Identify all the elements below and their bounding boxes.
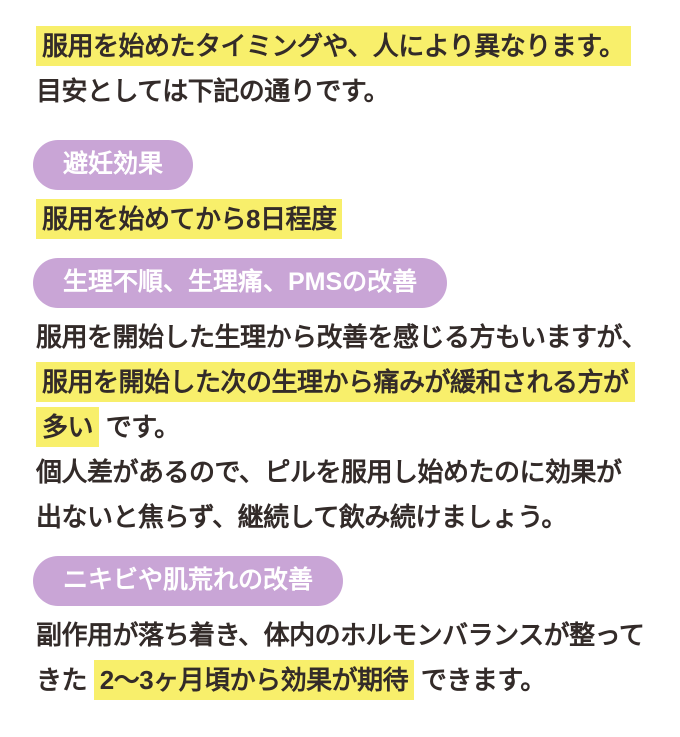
- section-body: 副作用が落ち着き、体内のホルモンバランスが整ってきた 2〜3ヶ月頃から効果が期待…: [36, 613, 652, 703]
- plain-text: 個人差があるので、ピルを服用し始めたのに効果が: [36, 457, 622, 487]
- plain-text: 副作用が落ち着き、体内のホルモンバランスが整って: [36, 620, 645, 650]
- section-badge: 避妊効果: [33, 140, 194, 190]
- highlighted-text: 服用を始めたタイミングや、人により異なります。: [36, 26, 631, 66]
- sections-container: 避妊効果服用を始めてから8日程度生理不順、生理痛、PMSの改善服用を開始した生理…: [33, 124, 652, 703]
- text-line: 服用を開始した生理から改善を感じる方もいますが、: [36, 315, 652, 360]
- highlighted-text: 服用を始めてから8日程度: [36, 199, 343, 239]
- intro-paragraph: 服用を始めたタイミングや、人により異なります。目安としては下記の通りです。: [36, 24, 652, 114]
- article-content: 服用を始めたタイミングや、人により異なります。目安としては下記の通りです。 避妊…: [33, 24, 652, 703]
- text-line: 服用を開始した次の生理から痛みが緩和される方が: [36, 360, 652, 405]
- section-body: 服用を開始した生理から改善を感じる方もいますが、服用を開始した次の生理から痛みが…: [36, 315, 652, 540]
- section: ニキビや肌荒れの改善副作用が落ち着き、体内のホルモンバランスが整ってきた 2〜3…: [33, 540, 652, 703]
- plain-text: です。: [99, 412, 180, 442]
- plain-text: 目安としては下記の通りです。: [36, 76, 390, 106]
- section-badge: ニキビや肌荒れの改善: [33, 556, 344, 606]
- plain-text: 出ないと焦らず、継続して飲み続けましょう。: [36, 502, 567, 532]
- text-line: 多い です。: [36, 405, 652, 450]
- text-line: 服用を始めてから8日程度: [36, 197, 652, 242]
- highlighted-text: 多い: [36, 407, 100, 447]
- highlighted-text: 2〜3ヶ月頃から効果が期待: [93, 660, 415, 700]
- section: 避妊効果服用を始めてから8日程度: [33, 124, 652, 242]
- text-line: きた 2〜3ヶ月頃から効果が期待 できます。: [36, 658, 652, 703]
- plain-text: きた: [36, 665, 94, 695]
- text-line: 個人差があるので、ピルを服用し始めたのに効果が: [36, 450, 652, 495]
- text-line: 出ないと焦らず、継続して飲み続けましょう。: [36, 495, 652, 540]
- text-line: 副作用が落ち着き、体内のホルモンバランスが整って: [36, 613, 652, 658]
- section-badge: 生理不順、生理痛、PMSの改善: [33, 258, 448, 308]
- text-line: 服用を始めたタイミングや、人により異なります。: [36, 24, 652, 69]
- text-line: 目安としては下記の通りです。: [36, 69, 652, 114]
- plain-text: できます。: [414, 665, 546, 695]
- section-body: 服用を始めてから8日程度: [36, 197, 652, 242]
- plain-text: 服用を開始した生理から改善を感じる方もいますが、: [36, 322, 647, 352]
- section: 生理不順、生理痛、PMSの改善服用を開始した生理から改善を感じる方もいますが、服…: [33, 242, 652, 540]
- highlighted-text: 服用を開始した次の生理から痛みが緩和される方が: [36, 362, 635, 402]
